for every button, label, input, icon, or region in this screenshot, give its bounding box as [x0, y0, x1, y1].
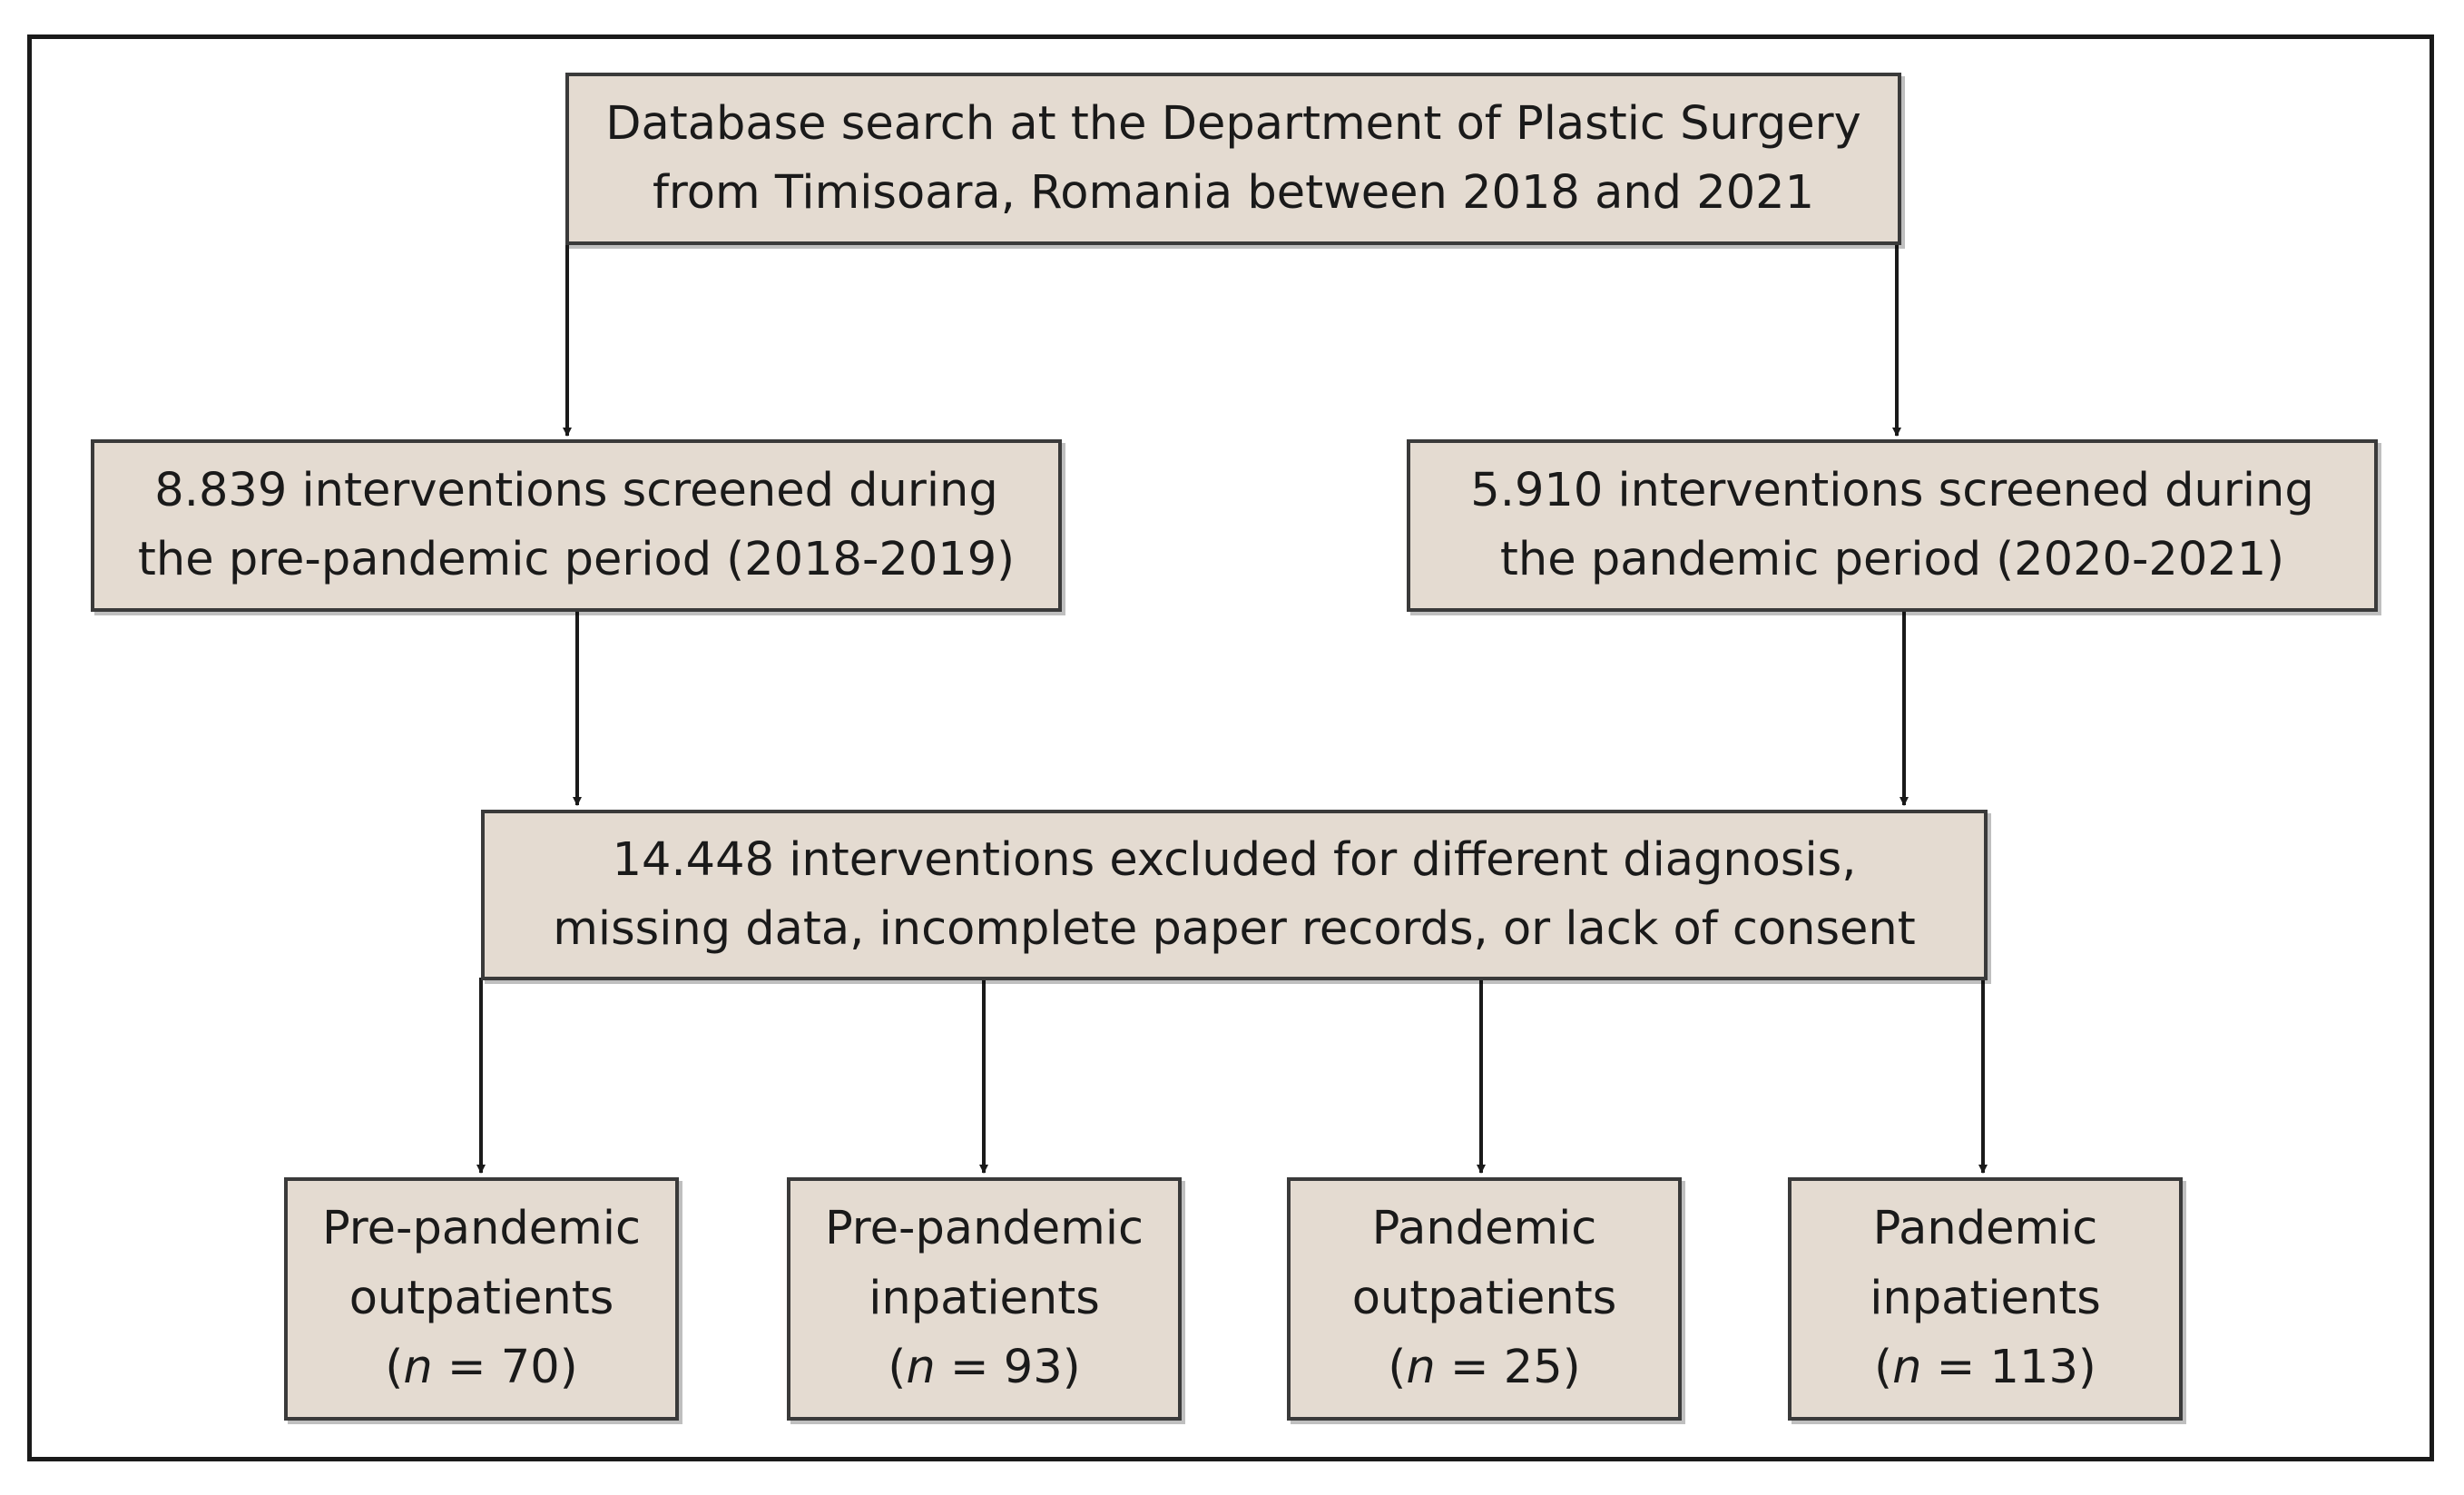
- group-count: (n = 93): [888, 1341, 1081, 1395]
- group-box-pandemic-outpatients: Pandemic outpatients (n = 25): [1287, 1177, 1682, 1421]
- group-count: (n = 70): [385, 1341, 578, 1395]
- figure-frame: [27, 34, 2434, 1461]
- prepandemic-screened-box: 8.839 interventions screened during the …: [91, 439, 1062, 612]
- excluded-box: 14.448 interventions excluded for differ…: [481, 810, 1988, 980]
- prepandemic-screened-line-1: 8.839 interventions screened during: [154, 463, 998, 517]
- group-box-prepandemic-inpatients: Pre-pandemic inpatients (n = 93): [787, 1177, 1182, 1421]
- database-search-box: Database search at the Department of Pla…: [565, 73, 1901, 245]
- group-label-line-2: outpatients: [1351, 1271, 1617, 1325]
- group-label-line-1: Pandemic: [1872, 1202, 2098, 1256]
- prepandemic-screened-line-2: the pre-pandemic period (2018-2019): [137, 533, 1016, 586]
- pandemic-screened-line-1: 5.910 interventions screened during: [1470, 463, 2314, 517]
- excluded-line-1: 14.448 interventions excluded for differ…: [612, 832, 1857, 887]
- pandemic-screened-box: 5.910 interventions screened during the …: [1407, 439, 2378, 612]
- database-search-line-2: from Timisoara, Romania between 2018 and…: [652, 166, 1815, 220]
- pandemic-screened-line-2: the pandemic period (2020-2021): [1499, 533, 2285, 586]
- excluded-line-2: missing data, incomplete paper records, …: [553, 902, 1916, 956]
- group-label-line-2: inpatients: [869, 1271, 1100, 1325]
- group-label-line-1: Pre-pandemic: [824, 1202, 1144, 1256]
- group-label-line-1: Pre-pandemic: [321, 1202, 642, 1256]
- group-box-prepandemic-outpatients: Pre-pandemic outpatients (n = 70): [284, 1177, 679, 1421]
- group-count: (n = 25): [1388, 1341, 1581, 1395]
- group-box-pandemic-inpatients: Pandemic inpatients (n = 113): [1788, 1177, 2183, 1421]
- group-count: (n = 113): [1874, 1341, 2096, 1395]
- group-label-line-1: Pandemic: [1371, 1202, 1597, 1256]
- database-search-line-1: Database search at the Department of Pla…: [605, 96, 1861, 151]
- group-label-line-2: outpatients: [348, 1271, 614, 1325]
- group-label-line-2: inpatients: [1870, 1271, 2101, 1325]
